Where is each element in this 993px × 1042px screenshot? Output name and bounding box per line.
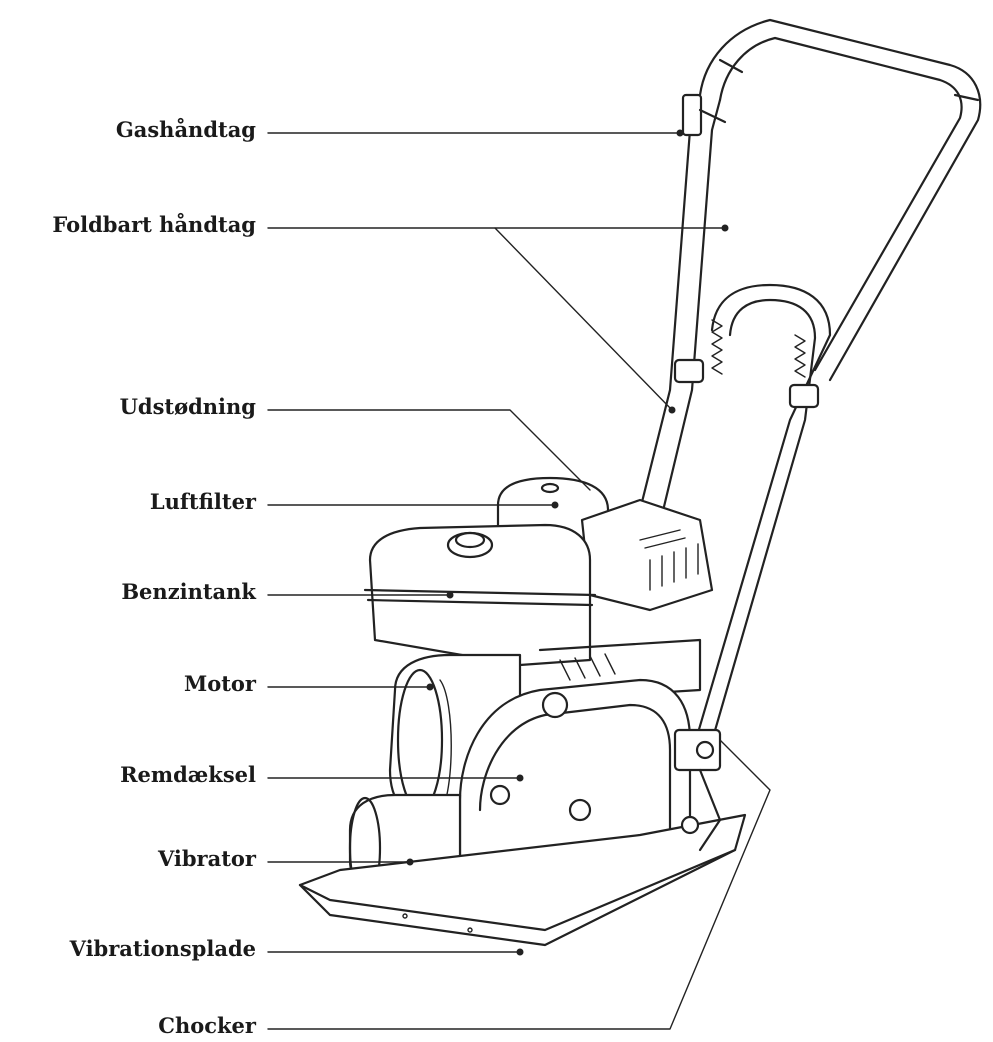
side-bracket xyxy=(673,728,722,852)
fuel-tank xyxy=(363,523,597,667)
base-plate xyxy=(298,813,747,947)
label-benzintank: Benzintank xyxy=(121,579,256,604)
label-vibrationsplade: Vibrationsplade xyxy=(69,936,256,961)
label-foldbart-handtag: Foldbart håndtag xyxy=(52,212,256,237)
label-vibrator: Vibrator xyxy=(157,846,256,871)
label-remdaeksel: Remdæksel xyxy=(120,762,256,787)
label-motor: Motor xyxy=(183,671,256,696)
label-gashandtag: Gashåndtag xyxy=(115,117,256,142)
label-udstodning: Udstødning xyxy=(119,394,256,419)
label-chocker: Chocker xyxy=(158,1013,256,1038)
leader-lines xyxy=(267,132,771,1030)
handle-inner xyxy=(673,93,832,767)
air-filter-exhaust xyxy=(496,476,714,612)
label-luftfilter: Luftfilter xyxy=(149,489,256,514)
leader-dots xyxy=(406,129,729,956)
